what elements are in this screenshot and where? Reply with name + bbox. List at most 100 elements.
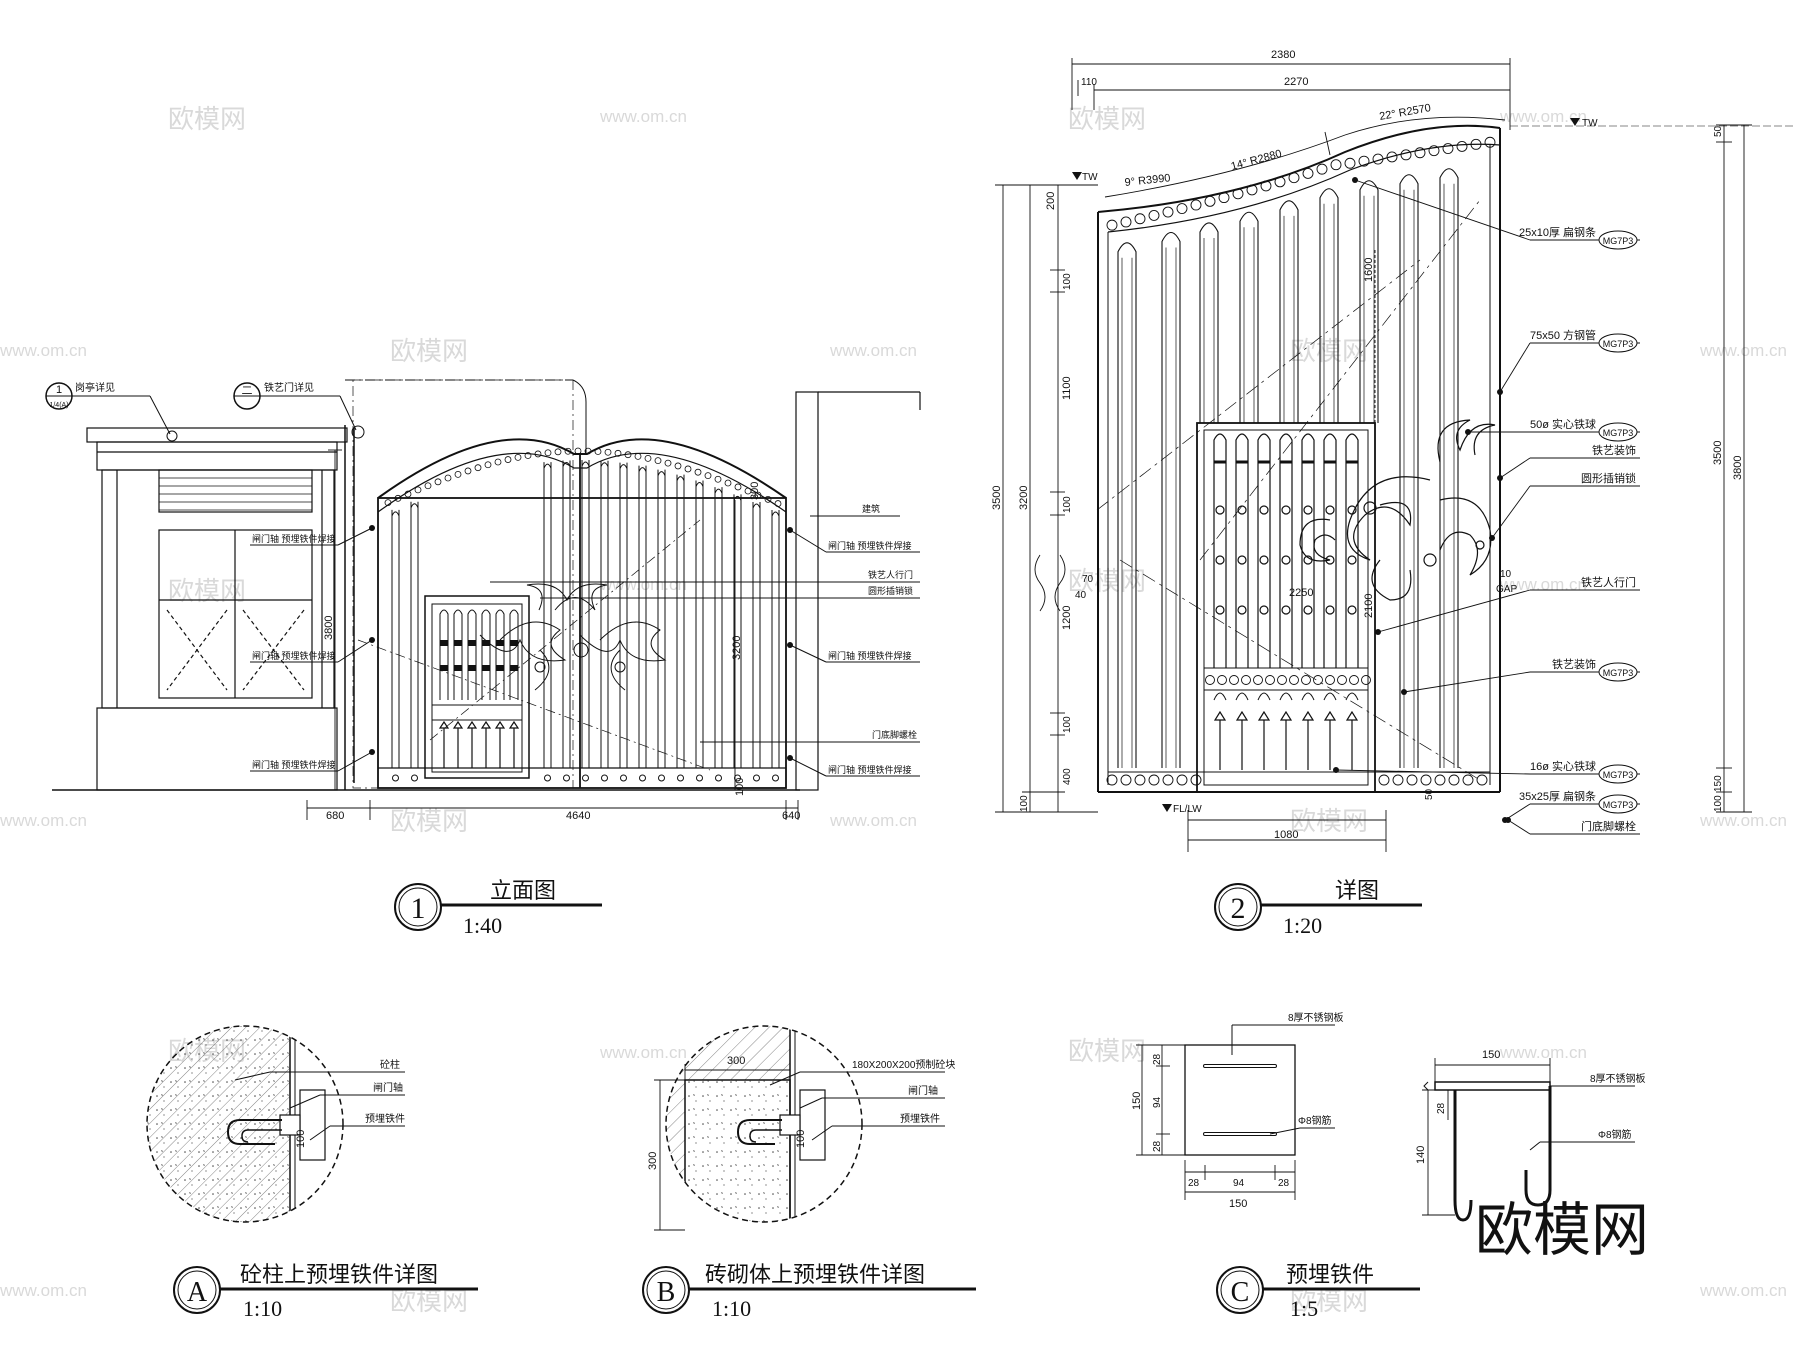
watermark-cn: 欧模网	[168, 104, 246, 134]
gate-crown-ring	[684, 465, 692, 473]
detail-base-ring	[1392, 774, 1404, 786]
gate-bar-cap	[657, 471, 666, 476]
gap-value: 10	[1500, 569, 1512, 580]
arc-label: 9° R3990	[1124, 172, 1171, 189]
door-ring	[1205, 675, 1215, 685]
elevation-bars	[384, 447, 782, 782]
callout-text: 岗亭详见	[75, 381, 115, 394]
drawing-2-detail: 2380 2270 110 9° R3990 14° R2880 22° R25…	[991, 49, 1795, 938]
leader-label: 铁艺装饰	[1592, 443, 1636, 457]
detail-gate	[1096, 124, 1501, 793]
gate-crown-ring	[564, 447, 572, 455]
elevation-left-labels: 闸门轴 预埋铁件焊接 闸门轴 预埋铁件焊接 闸门轴 预埋铁件焊接	[250, 525, 375, 772]
detail-scale: 1:10	[712, 1296, 751, 1321]
dim-28: 28	[1152, 1053, 1163, 1065]
gate-crown-ring	[614, 449, 622, 457]
dim-100: 100	[1713, 795, 1724, 812]
arc-label: 22° R2570	[1378, 102, 1431, 123]
gate-crown-ring	[734, 483, 742, 491]
gate-base-ring	[601, 774, 608, 782]
detail-crown-ring	[1260, 180, 1272, 192]
watermark-url: www.om.cn	[1699, 1281, 1787, 1300]
detail-scale: 1:5	[1290, 1296, 1318, 1321]
detail-bar	[1239, 211, 1259, 423]
door-ball	[1347, 555, 1357, 565]
leader-label: 35x25厚 扁钢条	[1519, 789, 1596, 803]
gate-crown-ring	[594, 448, 602, 455]
label-column: 砼柱	[380, 1058, 400, 1071]
watermark-url: www.om.cn	[1499, 107, 1587, 126]
door-ball	[1281, 555, 1291, 565]
watermark-cn: 欧模网	[1290, 806, 1368, 836]
door-arch	[1301, 692, 1315, 701]
door-spike	[438, 720, 450, 768]
label-hinge: 闸门轴	[373, 1081, 403, 1094]
dim-50: 50	[1424, 788, 1435, 800]
tag-bubble	[1598, 764, 1638, 784]
door-rivet	[510, 640, 518, 646]
dim-300: 300	[749, 482, 761, 500]
label-plate: 8厚不锈钢板	[1590, 1072, 1646, 1085]
door-spike	[508, 720, 520, 768]
watermark-url: www.om.cn	[0, 1281, 87, 1300]
dim-680: 680	[326, 810, 344, 822]
watermark-cn: 欧模网	[390, 1286, 468, 1316]
door-bar	[495, 609, 505, 700]
detail-title: 砼柱上预埋铁件详图	[240, 1262, 438, 1287]
leader-line	[1403, 671, 1531, 693]
gate-base-ring	[582, 774, 589, 782]
watermark-cn: 欧模网	[390, 336, 468, 366]
dim-3200: 3200	[731, 636, 743, 660]
leader-label: 50ø 实心铁球	[1530, 417, 1596, 431]
gate-bar-cap	[543, 463, 552, 469]
dim-100: 100	[1019, 795, 1030, 812]
label-embed: 预埋铁件	[365, 1112, 405, 1125]
detail-a: 100 砼柱 闸门轴 预埋铁件 A 砼柱上预埋铁件详图 1:10	[146, 1025, 478, 1321]
leader-label: 铁艺装饰	[1552, 657, 1596, 671]
gate-base-ring	[658, 774, 665, 782]
label-rebar: Φ8钢筋	[1598, 1128, 1632, 1141]
detail-c-section-labels: 8厚不锈钢板 Φ8钢筋	[1529, 1072, 1646, 1151]
label-embed: 预埋铁件	[900, 1112, 940, 1125]
door-spike	[452, 720, 464, 768]
door-ring	[1253, 675, 1263, 685]
tag-bubble	[1598, 333, 1638, 353]
drawing-index: 2	[1231, 892, 1246, 925]
gate-bar-cap	[752, 503, 761, 509]
detail-base-ring	[1120, 774, 1132, 786]
detail-b-labels: 180X200X200预制砼块 闸门轴 预埋铁件	[769, 1058, 955, 1141]
door-ball	[1303, 505, 1313, 515]
detail-base-ring	[1420, 774, 1432, 786]
detail-left-dim-text: 3500 3200 200 100 1100 100 1200 100 400 …	[991, 192, 1094, 812]
leader-label: 圆形插销锁	[1581, 471, 1636, 485]
detail-c-plan	[1136, 1044, 1296, 1200]
watermark-url: www.om.cn	[0, 341, 87, 360]
tag-label: MG7P3	[1603, 339, 1634, 349]
detail-crown-ring	[1120, 216, 1132, 228]
door-ball	[1303, 605, 1313, 615]
door-rivet	[482, 665, 490, 671]
door-ball	[1325, 555, 1335, 565]
label-hinge: 闸门轴	[908, 1084, 938, 1097]
dim-28: 28	[1188, 1178, 1200, 1189]
watermark-cn: 欧模网	[1290, 1286, 1368, 1316]
detail-base-ring	[1190, 774, 1202, 786]
dim-200: 200	[1045, 192, 1057, 210]
brand-watermark: 欧模网	[1475, 1198, 1649, 1263]
gate-base-ring	[392, 774, 399, 782]
watermark-url: www.om.cn	[599, 107, 687, 126]
title-block-b: B 砖砌体上预埋铁件详图 1:10	[642, 1262, 976, 1321]
level-tw: TW	[1082, 172, 1098, 183]
door-spike	[1345, 710, 1359, 770]
leader-label: 铁艺人行门	[1581, 575, 1636, 589]
door-ball	[1215, 555, 1225, 565]
dim-100: 100	[734, 778, 746, 796]
detail-right-dim-text: 3500 3800 50 150 100	[1712, 125, 1744, 812]
leader-label: 75x50 方钢管	[1530, 328, 1596, 342]
detail-bar	[1279, 200, 1299, 423]
drawing-scale: 1:20	[1283, 913, 1322, 938]
door-bar	[481, 609, 491, 700]
leader-line	[1491, 485, 1531, 539]
door-ring	[1313, 675, 1323, 685]
gate-bar-cap	[676, 476, 685, 481]
